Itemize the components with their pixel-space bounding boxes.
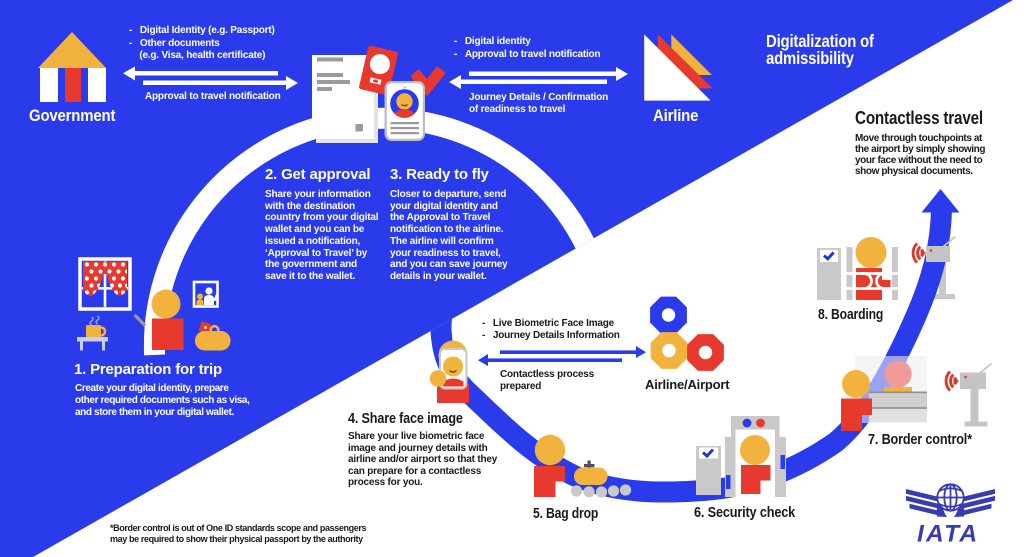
svg-text:IATA: IATA [917, 521, 979, 548]
